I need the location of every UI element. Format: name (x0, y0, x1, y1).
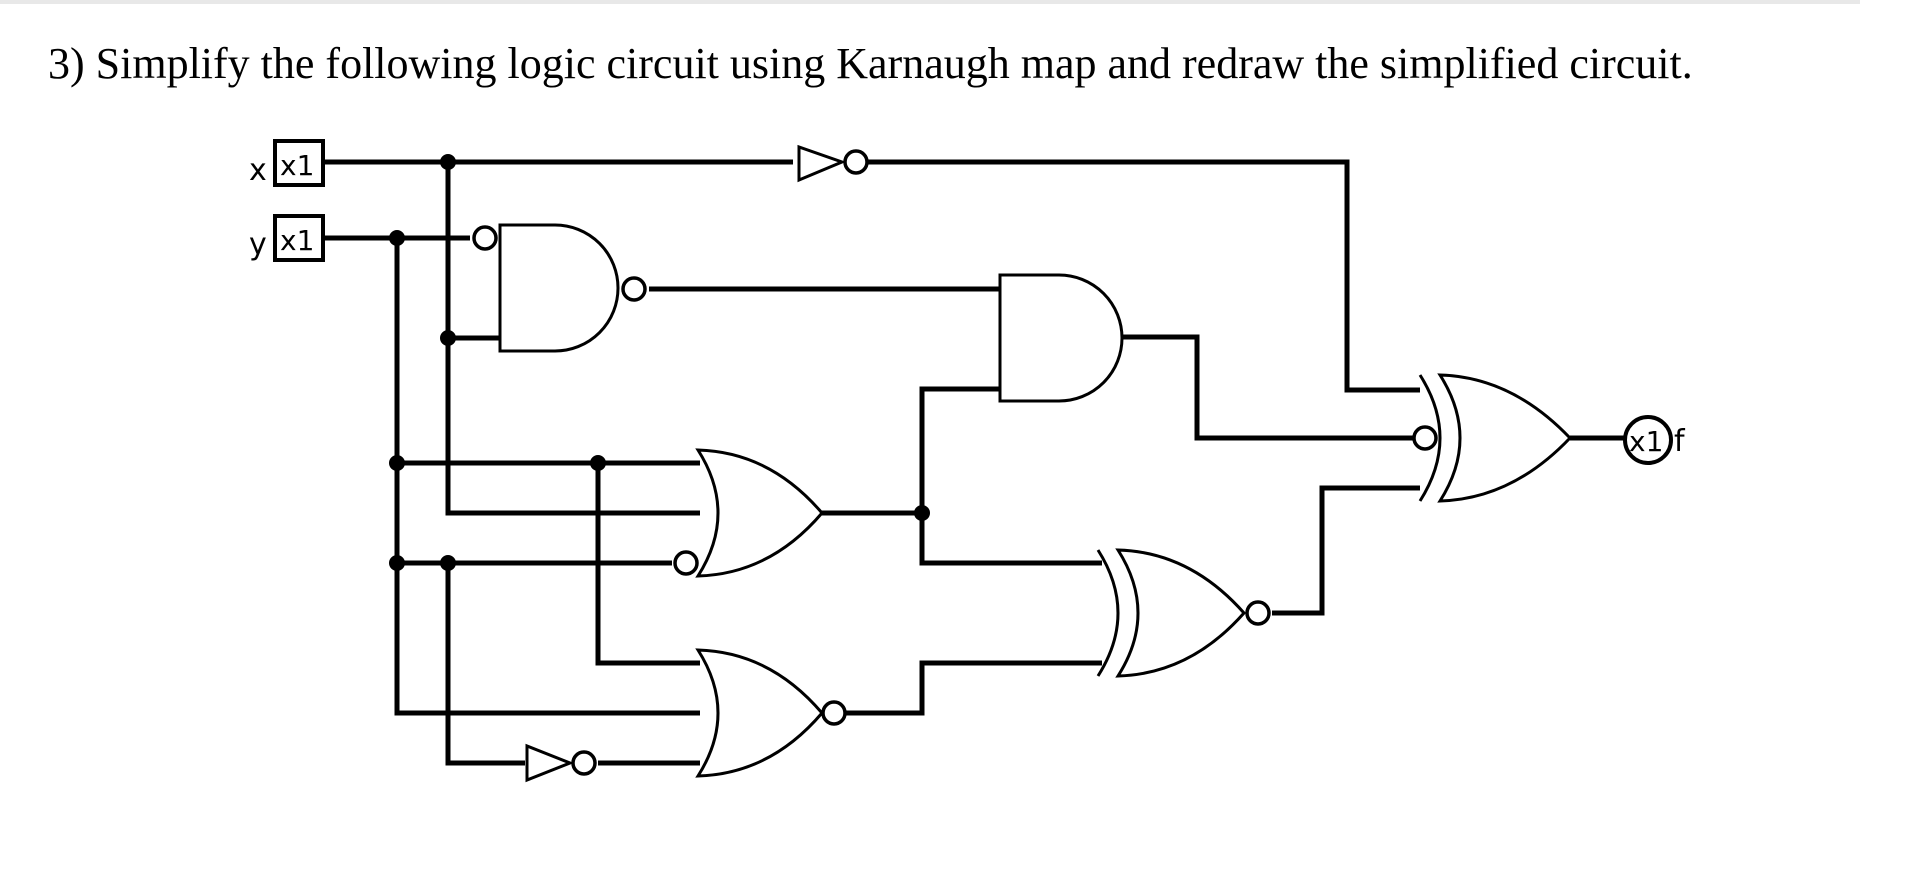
junction-dot (440, 555, 456, 571)
nor-gate (695, 648, 847, 778)
input-inversion-bubble (673, 550, 699, 576)
wire-or1-to-and (919, 386, 1000, 513)
junction-dot (590, 455, 606, 471)
junction-dot (389, 555, 405, 571)
nand-gate (472, 223, 647, 353)
input-pin-label-y: x1 (280, 224, 314, 257)
wire-notx-to-xor (856, 159, 1420, 393)
xnor-gate (1096, 548, 1271, 678)
inversion-bubble (843, 149, 869, 175)
wire-x-to-not2 (445, 563, 525, 766)
output-pin-label: x1 (1629, 425, 1663, 458)
output-pin-circle (1623, 415, 1673, 465)
input-name-x: x (249, 153, 267, 188)
not-gate-body (797, 144, 847, 183)
wire-x-to-or1 (445, 162, 700, 516)
wire-nor-to-xnor (846, 660, 1102, 716)
output-pin-f: x1 f (1623, 415, 1686, 465)
input-inversion-bubble (1412, 425, 1438, 451)
nand-gate-body (498, 223, 620, 353)
junction-dot (389, 455, 405, 471)
junction-dot (440, 330, 456, 346)
or-gate (673, 448, 824, 578)
input-name-y: y (249, 227, 267, 262)
not-gate-x-2 (525, 743, 597, 783)
input-box-y (273, 214, 325, 262)
xor-gate-back-arc (1418, 374, 1442, 502)
wire-or1-to-xnor (919, 513, 1102, 566)
question-text: 3) Simplify the following logic circuit … (48, 39, 1693, 88)
input-inversion-bubble (472, 225, 498, 251)
nor-gate-body (695, 648, 824, 778)
and-gate (998, 273, 1124, 403)
inversion-bubble (1245, 600, 1271, 626)
not-gate-x (797, 144, 869, 183)
input-pin-y: y x1 (249, 214, 325, 262)
wire-and-to-xor (1122, 334, 1416, 441)
input-pin-x: x x1 (249, 139, 325, 188)
xor-gate-body (1437, 373, 1573, 503)
top-divider (0, 0, 1860, 4)
or-gate-body (695, 448, 824, 578)
input-pin-label-x: x1 (280, 149, 314, 182)
and-gate-body (998, 273, 1124, 403)
xor-gate (1412, 373, 1573, 503)
inversion-bubble (621, 276, 647, 302)
junctions (389, 154, 930, 571)
junction-dot (914, 505, 930, 521)
wires (323, 159, 1628, 766)
xnor-gate-body (1115, 548, 1247, 678)
junction-dot (440, 154, 456, 170)
inversion-bubble (571, 750, 597, 776)
wire-y-to-nor (394, 238, 700, 716)
junction-dot (389, 230, 405, 246)
wire-xnor-to-xor (1272, 485, 1420, 616)
inversion-bubble (821, 700, 847, 726)
wire-y-to-nor-b (595, 463, 700, 666)
input-box-x (273, 139, 325, 187)
xnor-gate-back-arc (1096, 549, 1120, 677)
not-gate-body (525, 743, 575, 783)
output-name-f: f (1674, 424, 1686, 459)
